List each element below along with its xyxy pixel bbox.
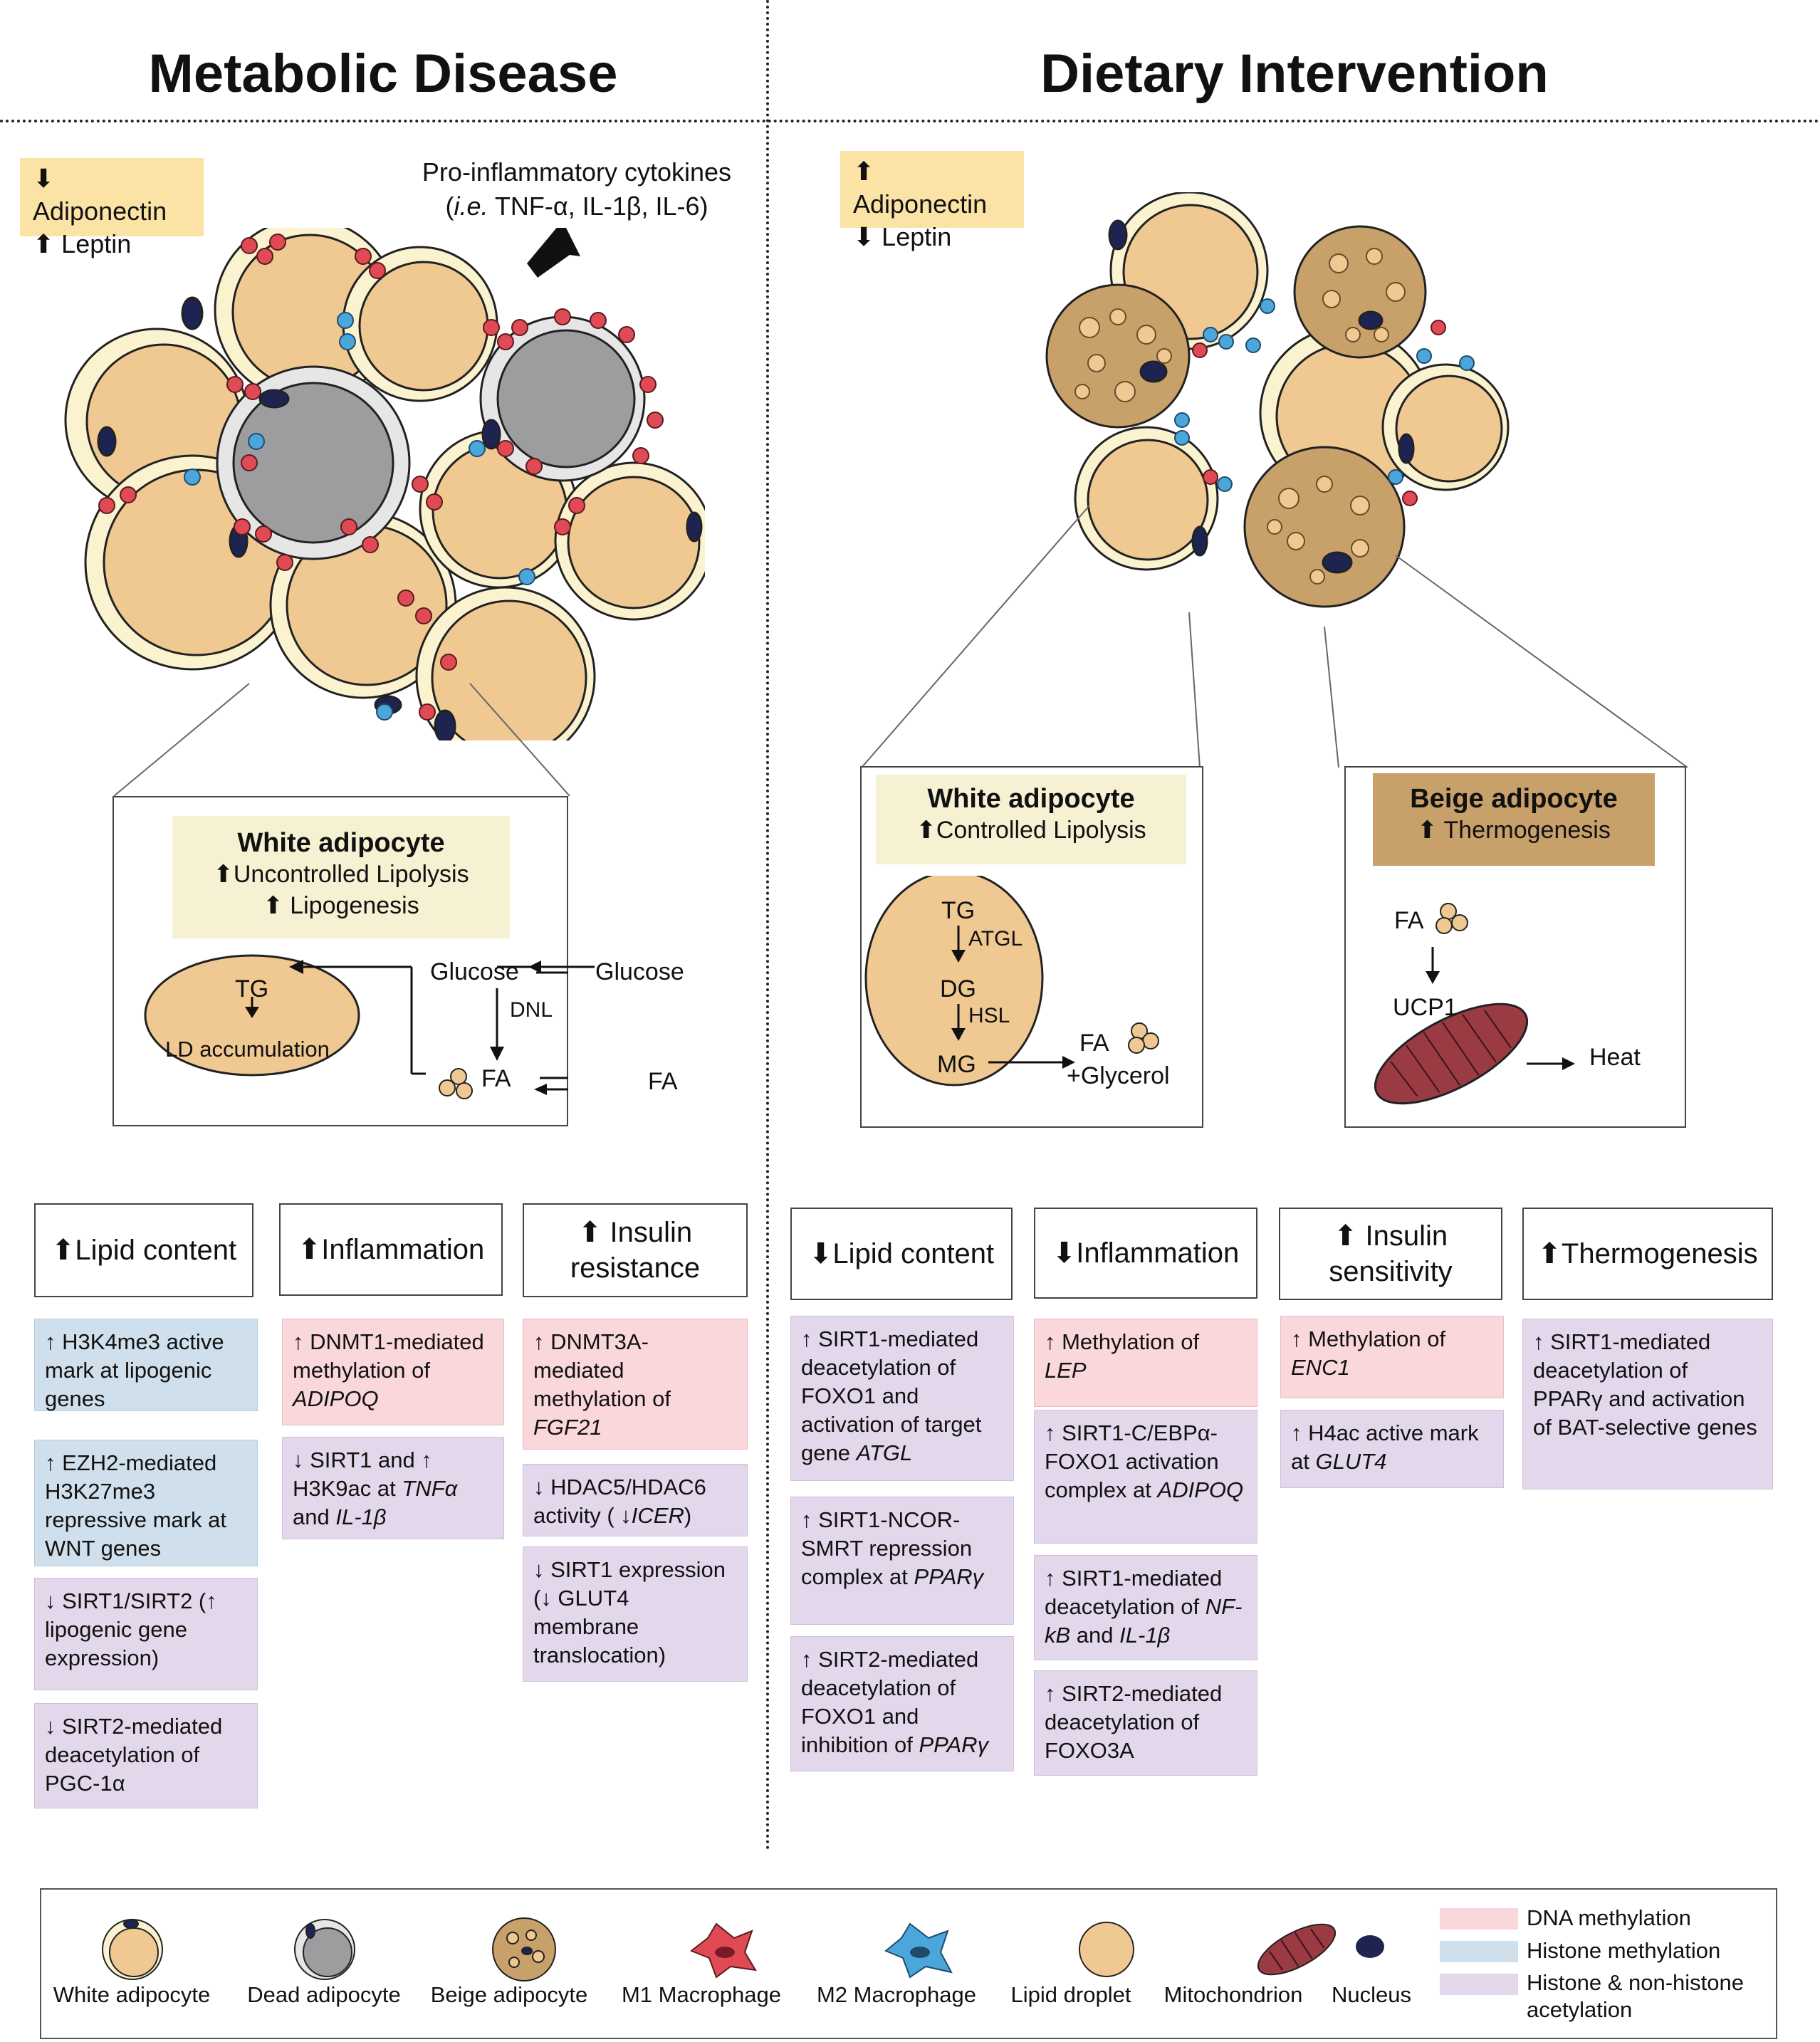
note-sirt1-foxo1-atgl: ↑ SIRT1-mediated deacetylation of FOXO1 … bbox=[790, 1316, 1014, 1481]
healthy-white-adipocyte-label: White adipocyte ⬆Controlled Lipolysis bbox=[876, 775, 1186, 864]
heat-label: Heat bbox=[1589, 1044, 1641, 1071]
legend-dead-adipocyte: Dead adipocyte bbox=[247, 1982, 401, 2007]
thermogenesis-up: ⬆ Thermogenesis bbox=[1417, 817, 1611, 844]
hormone-adiponectin-up: ⬆ Adiponectin bbox=[853, 157, 988, 219]
header-insulin-resistance-up: ⬆ Insulin resistance bbox=[523, 1203, 748, 1297]
dg-label: DG bbox=[940, 975, 976, 1002]
ucp1-label: UCP1 bbox=[1393, 994, 1458, 1021]
mg-label: MG bbox=[937, 1051, 976, 1078]
swatch-histone-methylation bbox=[1440, 1941, 1518, 1962]
fa-label-beige: FA bbox=[1394, 907, 1424, 934]
lipolysis-pathway-diagram bbox=[864, 876, 1159, 1087]
note-sirt1-ppar-bat: ↑ SIRT1-mediated deacetylation of PPARγ … bbox=[1522, 1319, 1773, 1489]
swatch-dna-methylation bbox=[1440, 1908, 1518, 1930]
zoom-connector-lines bbox=[113, 683, 570, 797]
legend-icons bbox=[102, 1917, 1384, 1981]
right-hormone-box: ⬆ Adiponectin ⬇ Leptin bbox=[840, 151, 1024, 251]
glycerol-label: +Glycerol bbox=[1067, 1062, 1170, 1089]
diseased-white-adipocyte-label: White adipocyte ⬆Uncontrolled Lipolysis … bbox=[172, 816, 510, 938]
center-divider bbox=[766, 0, 769, 1851]
dnl-label: DNL bbox=[510, 998, 553, 1022]
hsl-label: HSL bbox=[968, 1004, 1010, 1027]
fa-inner-label: FA bbox=[481, 1065, 511, 1092]
legend-histone-methylation: Histone methylation bbox=[1527, 1938, 1721, 1963]
note-sirt2-pgc1a: ↓ SIRT2-mediated deacetylation of PGC-1α bbox=[34, 1703, 258, 1808]
mitochondrion-legend-icon bbox=[1257, 1923, 1337, 1976]
uncontrolled-lipolysis: ⬆Uncontrolled Lipolysis bbox=[213, 861, 469, 888]
note-methylation-lep: ↑ Methylation of LEP bbox=[1034, 1319, 1257, 1407]
fa-glycerol-fa-label: FA bbox=[1079, 1030, 1109, 1057]
note-h3k4me3: ↑ H3K4me3 active mark at lipogenic genes bbox=[34, 1319, 258, 1411]
legend-m1-macrophage: M1 Macrophage bbox=[621, 1982, 781, 2007]
note-hdac5-hdac6: ↓ HDAC5/HDAC6 activity ( ↓ICER) bbox=[523, 1464, 748, 1536]
legend-beige-adipocyte: Beige adipocyte bbox=[430, 1982, 588, 2007]
thermogenesis-pathway-diagram bbox=[1374, 903, 1575, 1105]
note-methylation-enc1: ↑ Methylation of ENC1 bbox=[1280, 1316, 1504, 1398]
legend-mitochondrion: Mitochondrion bbox=[1163, 1982, 1303, 2007]
cytokine-arrow-icon bbox=[527, 228, 580, 278]
m2-macrophage-legend-icon bbox=[884, 1922, 953, 1979]
mitochondrion-icon bbox=[1374, 1002, 1529, 1105]
note-sirt1-h3k9ac: ↓ SIRT1 and ↑ H3K9ac at TNFα and IL-1β bbox=[282, 1437, 504, 1539]
beige-adipocyte-label: Beige adipocyte ⬆ Thermogenesis bbox=[1373, 773, 1655, 866]
legend-m2-macrophage: M2 Macrophage bbox=[816, 1982, 976, 2007]
left-hormone-box: ⬇ Adiponectin ⬆ Leptin bbox=[20, 158, 204, 258]
note-h4ac-glut4: ↑ H4ac active mark at GLUT4 bbox=[1280, 1410, 1504, 1488]
legend-dna-methylation: DNA methylation bbox=[1527, 1905, 1691, 1930]
glucose-import-arrow bbox=[528, 960, 595, 973]
tg-label-healthy: TG bbox=[941, 897, 976, 924]
note-sirt1-nfkb: ↑ SIRT1-mediated deacetylation of NF-kB … bbox=[1034, 1555, 1257, 1660]
note-dnmt3a: ↑ DNMT3A-mediated methylation of FGF21 bbox=[523, 1319, 748, 1450]
tg-label: TG bbox=[235, 975, 269, 1002]
header-divider bbox=[0, 120, 1820, 122]
legend-lipid-droplet: Lipid droplet bbox=[1010, 1982, 1131, 2007]
diseased-tissue-illustration bbox=[64, 228, 705, 740]
healthy-tissue-illustration bbox=[1045, 192, 1510, 608]
header-lipid-content-up: ⬆Lipid content bbox=[34, 1203, 253, 1297]
note-sirt2-foxo1-ppar: ↑ SIRT2-mediated deacetylation of FOXO1 … bbox=[790, 1636, 1014, 1771]
beige-adipocyte-legend-icon bbox=[492, 1917, 556, 1981]
header-inflammation-down: ⬇Inflammation bbox=[1034, 1208, 1257, 1299]
note-ezh2: ↑ EZH2-mediated H3K27me3 repressive mark… bbox=[34, 1440, 258, 1566]
note-sirt2-foxo3a: ↑ SIRT2-mediated deacetylation of FOXO3A bbox=[1034, 1670, 1257, 1776]
note-sirt1-glut4: ↓ SIRT1 expression (↓ GLUT4 membrane tra… bbox=[523, 1546, 748, 1682]
note-sirt1-ncor-smrt: ↑ SIRT1-NCOR-SMRT repression complex at … bbox=[790, 1497, 1014, 1625]
fa-outer-label: FA bbox=[648, 1068, 678, 1095]
lipid-droplet-legend-icon bbox=[1079, 1922, 1134, 1977]
legend-acetylation: Histone & non-histone acetylation bbox=[1527, 1970, 1745, 2022]
legend-nucleus: Nucleus bbox=[1332, 1982, 1411, 2007]
white-adipocyte-legend-icon bbox=[102, 1919, 163, 1980]
dead-adipocyte-legend-icon bbox=[294, 1919, 355, 1980]
left-title: Metabolic Disease bbox=[148, 43, 618, 104]
header-inflammation-up: ⬆Inflammation bbox=[279, 1203, 503, 1296]
right-title: Dietary Intervention bbox=[1040, 43, 1549, 104]
lipogenesis-pathway-diagram bbox=[144, 954, 568, 1099]
glucose-outer-label: Glucose bbox=[595, 958, 684, 985]
nucleus-legend-icon bbox=[1356, 1935, 1384, 1958]
swatch-acetylation bbox=[1440, 1974, 1518, 1995]
lipogenesis: ⬆ Lipogenesis bbox=[263, 892, 419, 919]
header-thermogenesis-up: ⬆Thermogenesis bbox=[1522, 1208, 1773, 1300]
note-dnmt1: ↑ DNMT1-mediated methylation of ADIPOQ bbox=[282, 1319, 504, 1425]
legend-white-adipocyte: White adipocyte bbox=[53, 1982, 211, 2007]
note-sirt1-cebpa-foxo1: ↑ SIRT1-C/EBPα-FOXO1 activation complex … bbox=[1034, 1410, 1257, 1544]
note-sirt1-sirt2: ↓ SIRT1/SIRT2 (↑ lipogenic gene expressi… bbox=[34, 1578, 258, 1690]
hormone-adiponectin: ⬇ Adiponectin bbox=[33, 164, 167, 226]
hormone-leptin-down: ⬇ Leptin bbox=[853, 222, 952, 251]
cytokines-label: Pro-inflammatory cytokines (i.e. TNF-α, … bbox=[422, 157, 732, 221]
controlled-lipolysis: ⬆Controlled Lipolysis bbox=[916, 817, 1146, 844]
glucose-inner-label: Glucose bbox=[430, 958, 519, 985]
ld-accumulation-label: LD accumulation bbox=[165, 1037, 330, 1062]
header-lipid-content-down: ⬇Lipid content bbox=[790, 1208, 1013, 1300]
right-zoom-connectors bbox=[861, 505, 1688, 768]
atgl-label: ATGL bbox=[968, 927, 1023, 951]
hormone-leptin: ⬆ Leptin bbox=[33, 229, 132, 258]
header-insulin-sensitivity-up: ⬆ Insulin sensitivity bbox=[1279, 1208, 1502, 1300]
m1-macrophage-legend-icon bbox=[690, 1922, 757, 1979]
